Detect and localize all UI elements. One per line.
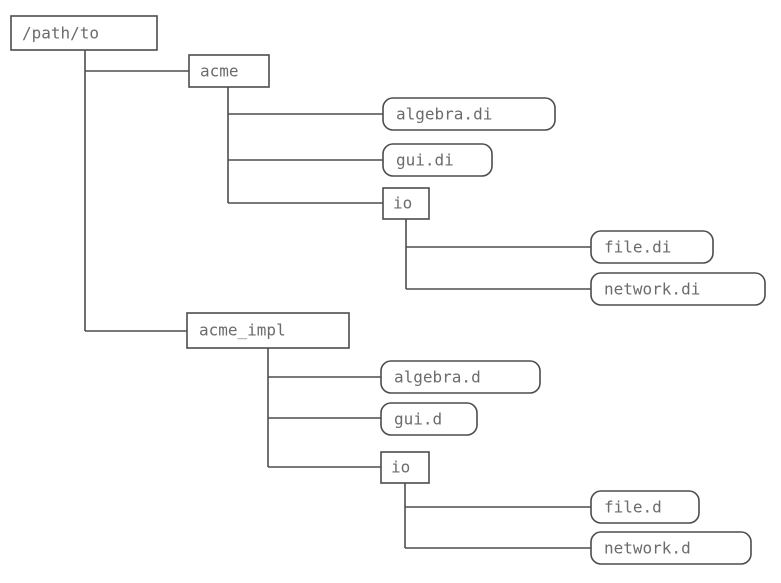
tree-node-impl-io-network-d[interactable]: network.d [590, 531, 752, 565]
node-label: network.d [604, 539, 691, 558]
node-label: file.di [604, 238, 671, 257]
file-node-box[interactable] [380, 402, 478, 436]
directory-node-box[interactable] [10, 15, 158, 51]
node-label: acme_impl [199, 321, 286, 340]
file-node-box[interactable] [382, 97, 556, 131]
edge-layer [84, 50, 591, 549]
node-label: /path/to [22, 24, 99, 43]
node-label: io [393, 194, 412, 213]
tree-node-impl-gui-d[interactable]: gui.d [380, 402, 478, 436]
directory-node-box[interactable] [188, 54, 270, 88]
tree-node-acme-io-network-di[interactable]: network.di [590, 272, 766, 306]
file-node-box[interactable] [590, 272, 766, 306]
tree-node-acme-algebra-di[interactable]: algebra.di [382, 97, 556, 131]
tree-node-root[interactable]: /path/to [10, 15, 158, 51]
file-node-box[interactable] [590, 490, 700, 524]
node-label: file.d [604, 498, 662, 517]
node-label: algebra.d [394, 368, 481, 387]
directory-node-box[interactable] [382, 187, 430, 220]
node-label: network.di [604, 280, 700, 299]
node-layer: /path/to acme algebra.di gui.di io file.di net… [10, 15, 766, 565]
tree-node-acme-impl[interactable]: acme_impl [186, 312, 350, 349]
file-node-box[interactable] [590, 230, 714, 264]
directory-node-box[interactable] [380, 451, 430, 484]
file-node-box[interactable] [590, 531, 752, 565]
file-node-box[interactable] [380, 360, 541, 394]
tree-node-impl-io[interactable]: io [380, 451, 430, 484]
tree-node-impl-algebra-d[interactable]: algebra.d [380, 360, 541, 394]
tree-node-acme-io[interactable]: io [382, 187, 430, 220]
node-label: io [391, 458, 410, 477]
file-node-box[interactable] [382, 143, 493, 177]
node-label: algebra.di [396, 105, 492, 124]
node-label: gui.d [394, 410, 442, 429]
node-label: acme [200, 62, 239, 81]
tree-node-impl-io-file-d[interactable]: file.d [590, 490, 700, 524]
node-label: gui.di [396, 151, 454, 170]
directory-node-box[interactable] [186, 312, 350, 349]
tree-node-acme[interactable]: acme [188, 54, 270, 88]
tree-node-acme-gui-di[interactable]: gui.di [382, 143, 493, 177]
tree-node-acme-io-file-di[interactable]: file.di [590, 230, 714, 264]
